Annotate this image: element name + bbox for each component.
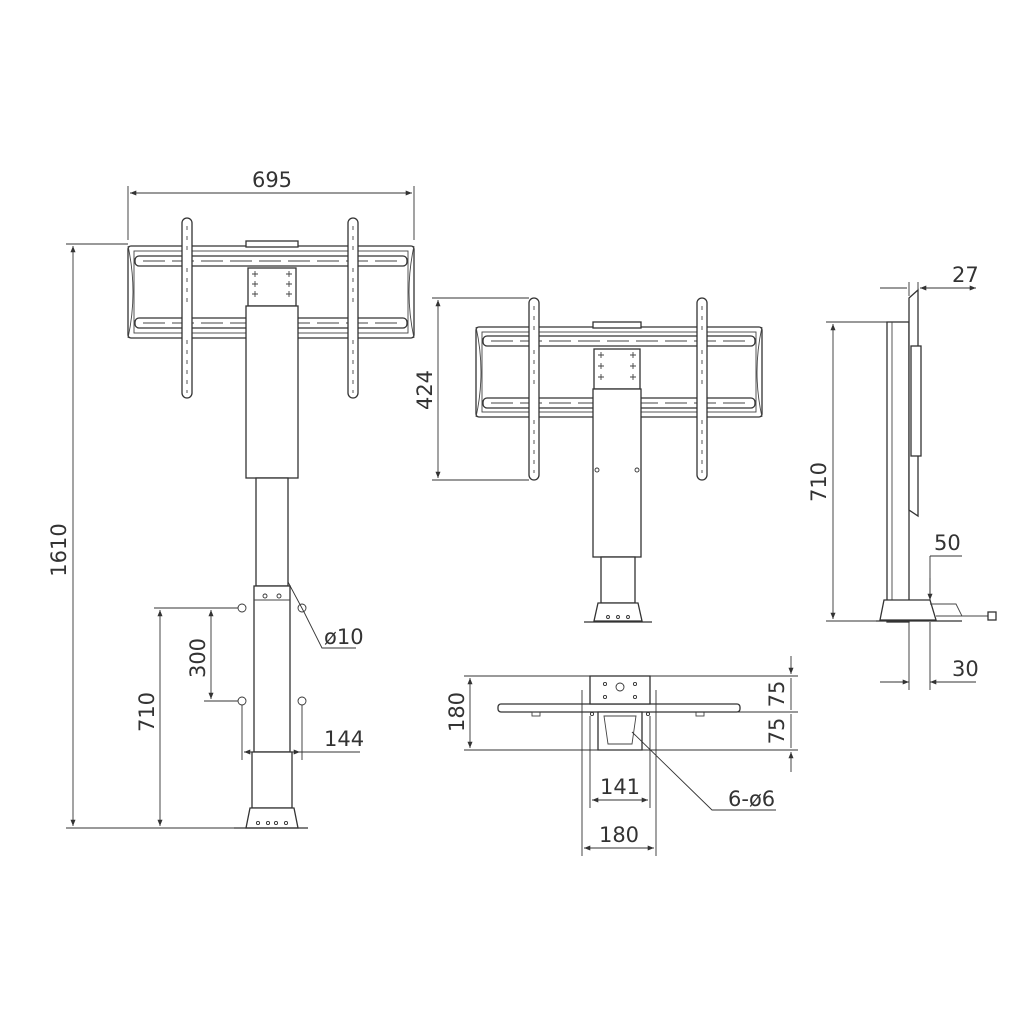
dim-50-label: 50 bbox=[934, 531, 961, 555]
rear-foot bbox=[593, 602, 643, 622]
base-long-plate bbox=[497, 703, 741, 713]
rear-view: 424 bbox=[413, 297, 763, 623]
dim-hole-leader bbox=[287, 581, 356, 649]
front-arm-left bbox=[181, 217, 193, 399]
rear-center-plate bbox=[593, 348, 641, 390]
front-hole-upper-left bbox=[237, 603, 247, 613]
dim-710-side-label: 710 bbox=[807, 462, 831, 502]
dim-hole-label: ø10 bbox=[324, 625, 364, 649]
side-column bbox=[886, 321, 910, 623]
side-cable-box bbox=[930, 603, 963, 617]
dim-141-label: 141 bbox=[600, 775, 640, 799]
front-foot bbox=[245, 807, 299, 829]
dim-30-label: 30 bbox=[952, 657, 979, 681]
front-mid-column bbox=[255, 477, 289, 587]
dim-300-label: 300 bbox=[186, 638, 210, 678]
side-view: 27 710 50 30 bbox=[807, 263, 997, 690]
front-arm-right bbox=[347, 217, 359, 399]
dim-144-label: 144 bbox=[324, 727, 364, 751]
base-plan-view: 180 75 75 141 6-ø6 180 bbox=[445, 656, 798, 856]
front-arm-holes bbox=[186, 226, 354, 393]
front-hole-lower-right bbox=[297, 696, 307, 706]
dim-695-label: 695 bbox=[252, 168, 292, 192]
front-top-cap bbox=[245, 240, 299, 248]
front-bracket-ends bbox=[127, 245, 415, 339]
dim-27-label: 27 bbox=[952, 263, 979, 287]
dim-75a-label: 75 bbox=[765, 681, 789, 708]
rear-top-cap bbox=[592, 321, 642, 329]
dim-424-ext bbox=[432, 297, 529, 481]
front-view: 695 1610 710 300 ø10 144 bbox=[47, 168, 415, 829]
dim-holes-label: 6-ø6 bbox=[728, 787, 775, 811]
front-upper-column bbox=[245, 305, 299, 479]
dim-695-ext bbox=[127, 186, 415, 240]
front-lower-column bbox=[253, 585, 291, 753]
dim-1610-label: 1610 bbox=[47, 523, 71, 576]
dim-75b-label: 75 bbox=[765, 718, 789, 745]
side-foot bbox=[879, 599, 937, 621]
dim-holes-leader bbox=[631, 731, 776, 811]
dim-424-label: 424 bbox=[413, 370, 437, 410]
rear-arm-right bbox=[696, 297, 708, 481]
dim-710-side-ext bbox=[826, 321, 887, 622]
dim-180-v-label: 180 bbox=[445, 692, 469, 732]
dim-144-ext bbox=[241, 705, 303, 760]
dim-710-front-label: 710 bbox=[135, 692, 159, 732]
front-plate-crosses bbox=[252, 271, 292, 297]
dim-180-h-label: 180 bbox=[599, 823, 639, 847]
rear-lower-column bbox=[600, 556, 636, 604]
rear-arm-left bbox=[528, 297, 540, 481]
front-hole-lower-left bbox=[237, 696, 247, 706]
rear-upper-column bbox=[592, 388, 642, 558]
base-top-plate bbox=[589, 675, 651, 705]
front-base-column bbox=[251, 751, 293, 809]
side-bracket-plate bbox=[910, 345, 922, 457]
dim-300-ext bbox=[204, 607, 238, 702]
